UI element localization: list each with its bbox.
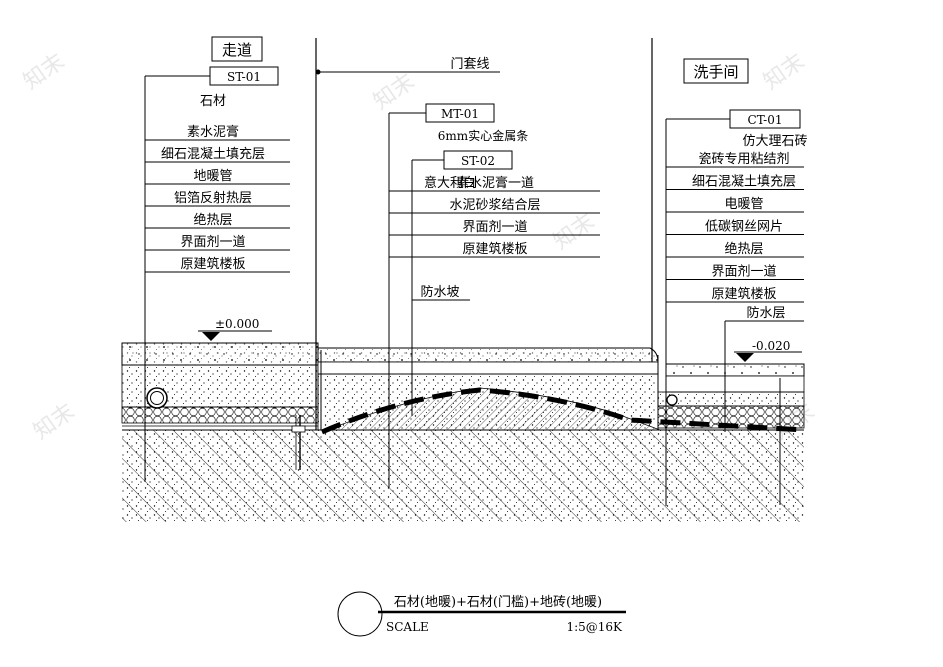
layer-label: 瓷砖专用粘结剂 — [698, 152, 789, 167]
level-right: -0.020 — [752, 339, 790, 353]
detail-number-circle — [337, 591, 383, 637]
material-code-mt01: MT-01 — [441, 107, 479, 121]
layer-label: 素水泥膏 — [187, 124, 239, 140]
waterproof-membrane — [321, 387, 805, 435]
layer-label: 界面剂一道 — [462, 220, 527, 235]
watermark-text: 知末 — [369, 69, 419, 115]
metal-strip-desc: 6mm实心金属条 — [438, 128, 528, 143]
layer-label: 细石混凝土填充层 — [161, 146, 265, 162]
middle-callout: MT-01 6mm实心金属条 ST-02 意大利白 素水泥膏一道水泥砂浆结合层界… — [388, 103, 600, 488]
watermark-text: 知末 — [549, 209, 599, 255]
material-code-ct01: CT-01 — [748, 113, 783, 127]
title-block: 石材(地暖)+石材(门槛)+地砖(地暖) SCALE 1:5@16K — [337, 591, 626, 637]
door-line-callout: 门套线 — [315, 56, 500, 75]
room-label-left: 走道 — [222, 41, 252, 59]
room-tag-left — [211, 36, 263, 62]
layer-label: 电暖管 — [724, 197, 763, 212]
room-label-right: 洗手间 — [693, 63, 738, 81]
layer-label: 素水泥膏一道 — [456, 175, 534, 191]
watermark-text: 知末 — [759, 49, 809, 95]
material-code-st01: ST-01 — [227, 70, 261, 84]
layer-label: 界面剂一道 — [180, 235, 245, 250]
material-name-right: 仿大理石砖 — [742, 134, 807, 149]
insulation-left — [121, 406, 319, 424]
layer-label: 原建筑楼板 — [462, 241, 527, 257]
right-callout: 洗手间 CT-01 仿大理石砖 瓷砖专用粘结剂细石混凝土填充层电暖管低碳钢丝网片… — [665, 58, 808, 506]
left-callout: 走道 ST-01 石材 素水泥膏细石混凝土填充层地暖管铝箔反射热层绝热层界面剂一… — [144, 36, 290, 482]
layer-label: 水泥砂浆结合层 — [449, 198, 540, 213]
level-left: ±0.000 — [215, 317, 259, 331]
layer-label: 界面剂一道 — [711, 265, 776, 280]
layer-label: 绝热层 — [193, 212, 232, 228]
door-line-label: 门套线 — [450, 56, 489, 72]
scale-value: 1:5@16K — [566, 620, 623, 634]
insulation-right — [657, 405, 805, 429]
material-name-mid: 意大利白 — [424, 175, 476, 191]
drawing-title: 石材(地暖)+石材(门槛)+地砖(地暖) — [394, 595, 602, 610]
layer-label: 低碳钢丝网片 — [705, 220, 783, 235]
layer-label: 绝热层 — [724, 241, 763, 257]
floor-section — [121, 38, 805, 522]
layer-label: 原建筑楼板 — [711, 286, 776, 302]
slope-label: 防水坡 — [420, 284, 459, 300]
material-code-st02: ST-02 — [461, 154, 495, 168]
electric-pipe-icon — [666, 394, 678, 406]
heating-pipe-icon — [146, 387, 168, 409]
layer-label: 细石混凝土填充层 — [692, 174, 796, 190]
layer-label: 铝箔反射热层 — [174, 190, 252, 206]
waterproof-label: 防水层 — [746, 305, 785, 321]
room-tag-right — [683, 58, 749, 84]
watermark-text: 知末 — [29, 399, 79, 445]
level-marker-right: -0.020 — [734, 339, 802, 362]
layer-label: 地暖管 — [193, 169, 232, 184]
layer-label: 原建筑楼板 — [180, 256, 245, 272]
scale-label: SCALE — [386, 620, 429, 634]
level-marker-left: ±0.000 — [198, 317, 272, 341]
material-name-left: 石材 — [200, 94, 226, 109]
tile-right — [665, 363, 805, 377]
watermark-text: 知末 — [19, 49, 69, 95]
